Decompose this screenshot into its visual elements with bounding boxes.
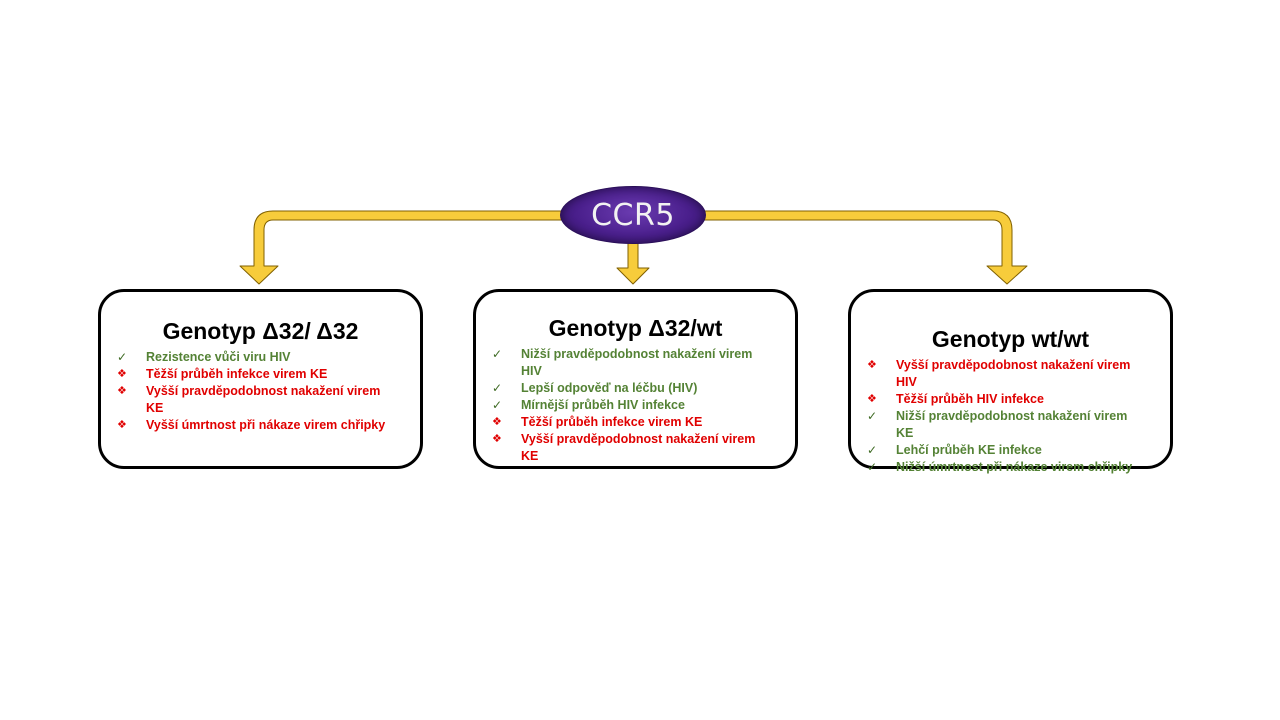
item-text: Vyšší pravděpodobnost nakažení virem KE (146, 384, 381, 415)
item-text: Těžší průběh HIV infekce (896, 392, 1044, 406)
list-item: ❖ Vyšší pravděpodobnost nakažení virem KE (492, 431, 773, 465)
list-item: ✓ Lepší odpověď na léčbu (HIV) (492, 380, 773, 397)
ccr5-node: CCR5 (560, 186, 706, 244)
card-items: ✓ Nižší pravděpodobnost nakažení virem HI… (476, 346, 795, 465)
card-title: Genotyp Δ32/ Δ32 (162, 318, 359, 344)
list-item: ❖ Těžší průběh HIV infekce (867, 391, 1148, 408)
card-title: Genotyp wt/wt (931, 326, 1090, 352)
list-item: ✓ Nižší pravděpodobnost nakažení virem KE (867, 408, 1148, 442)
item-text: Těžší průběh infekce virem KE (521, 415, 703, 429)
card-items: ❖ Vyšší pravděpodobnost nakažení virem HI… (851, 357, 1170, 476)
root-label: CCR5 (591, 197, 675, 233)
check-icon: ✓ (492, 347, 503, 361)
list-item: ✓ Nižší úmrtnost při nákaze virem chřipky (867, 459, 1148, 476)
check-icon: ✓ (867, 460, 878, 474)
list-item: ❖ Vyšší pravděpodobnost nakažení virem HI… (867, 357, 1148, 391)
diamond-bullet-icon: ❖ (492, 416, 502, 428)
item-text: Rezistence vůči viru HIV (146, 350, 291, 364)
check-icon: ✓ (117, 350, 128, 364)
item-text: Lepší odpověď na léčbu (HIV) (521, 381, 698, 395)
item-text: Lehčí průběh KE infekce (896, 443, 1042, 457)
item-text: Vyšší úmrtnost při nákaze virem chřipky (146, 418, 386, 432)
item-text: Vyšší pravděpodobnost nakažení virem HIV (896, 358, 1131, 389)
item-text: Nižší pravděpodobnost nakažení virem HIV (521, 347, 753, 378)
connector-left-arrow (239, 210, 566, 285)
check-icon: ✓ (867, 443, 878, 457)
card-title: Genotyp Δ32/wt (548, 315, 723, 341)
diamond-bullet-icon: ❖ (117, 385, 127, 397)
diamond-bullet-icon: ❖ (867, 359, 877, 371)
diamond-bullet-icon: ❖ (117, 419, 127, 431)
list-item: ❖ Vyšší pravděpodobnost nakažení virem KE (117, 383, 398, 417)
item-text: Těžší průběh infekce virem KE (146, 367, 328, 381)
diamond-bullet-icon: ❖ (867, 393, 877, 405)
list-item: ✓ Rezistence vůči viru HIV (117, 349, 398, 366)
check-icon: ✓ (492, 398, 503, 412)
diamond-bullet-icon: ❖ (492, 433, 502, 445)
list-item: ❖ Vyšší úmrtnost při nákaze virem chřipky (117, 417, 398, 434)
item-text: Nižší úmrtnost při nákaze virem chřipky (896, 460, 1133, 474)
list-item: ✓ Mírnější průběh HIV infekce (492, 397, 773, 414)
genotype-card-d32-wt: Genotyp Δ32/wt ✓ Nižší pravděpodobnost na… (473, 289, 798, 469)
list-item: ✓ Nižší pravděpodobnost nakažení virem HI… (492, 346, 773, 380)
check-icon: ✓ (867, 409, 878, 423)
item-text: Mírnější průběh HIV infekce (521, 398, 685, 412)
card-items: ✓ Rezistence vůči viru HIV ❖ Těžší průběh i… (101, 349, 420, 434)
list-item: ❖ Těžší průběh infekce virem KE (492, 414, 773, 431)
item-text: Nižší pravděpodobnost nakažení virem KE (896, 409, 1128, 440)
connector-center-arrow (616, 240, 650, 285)
diamond-bullet-icon: ❖ (117, 368, 127, 380)
check-icon: ✓ (492, 381, 503, 395)
genotype-card-d32-d32: Genotyp Δ32/ Δ32 ✓ Rezistence vůči viru H… (98, 289, 423, 469)
connector-right-arrow (699, 210, 1028, 285)
genotype-card-wt-wt: Genotyp wt/wt ❖ Vyšší pravděpodobnost nak… (848, 289, 1173, 474)
list-item: ✓ Lehčí průběh KE infekce (867, 442, 1148, 459)
item-text: Vyšší pravděpodobnost nakažení virem KE (521, 432, 756, 463)
list-item: ❖ Těžší průběh infekce virem KE (117, 366, 398, 383)
